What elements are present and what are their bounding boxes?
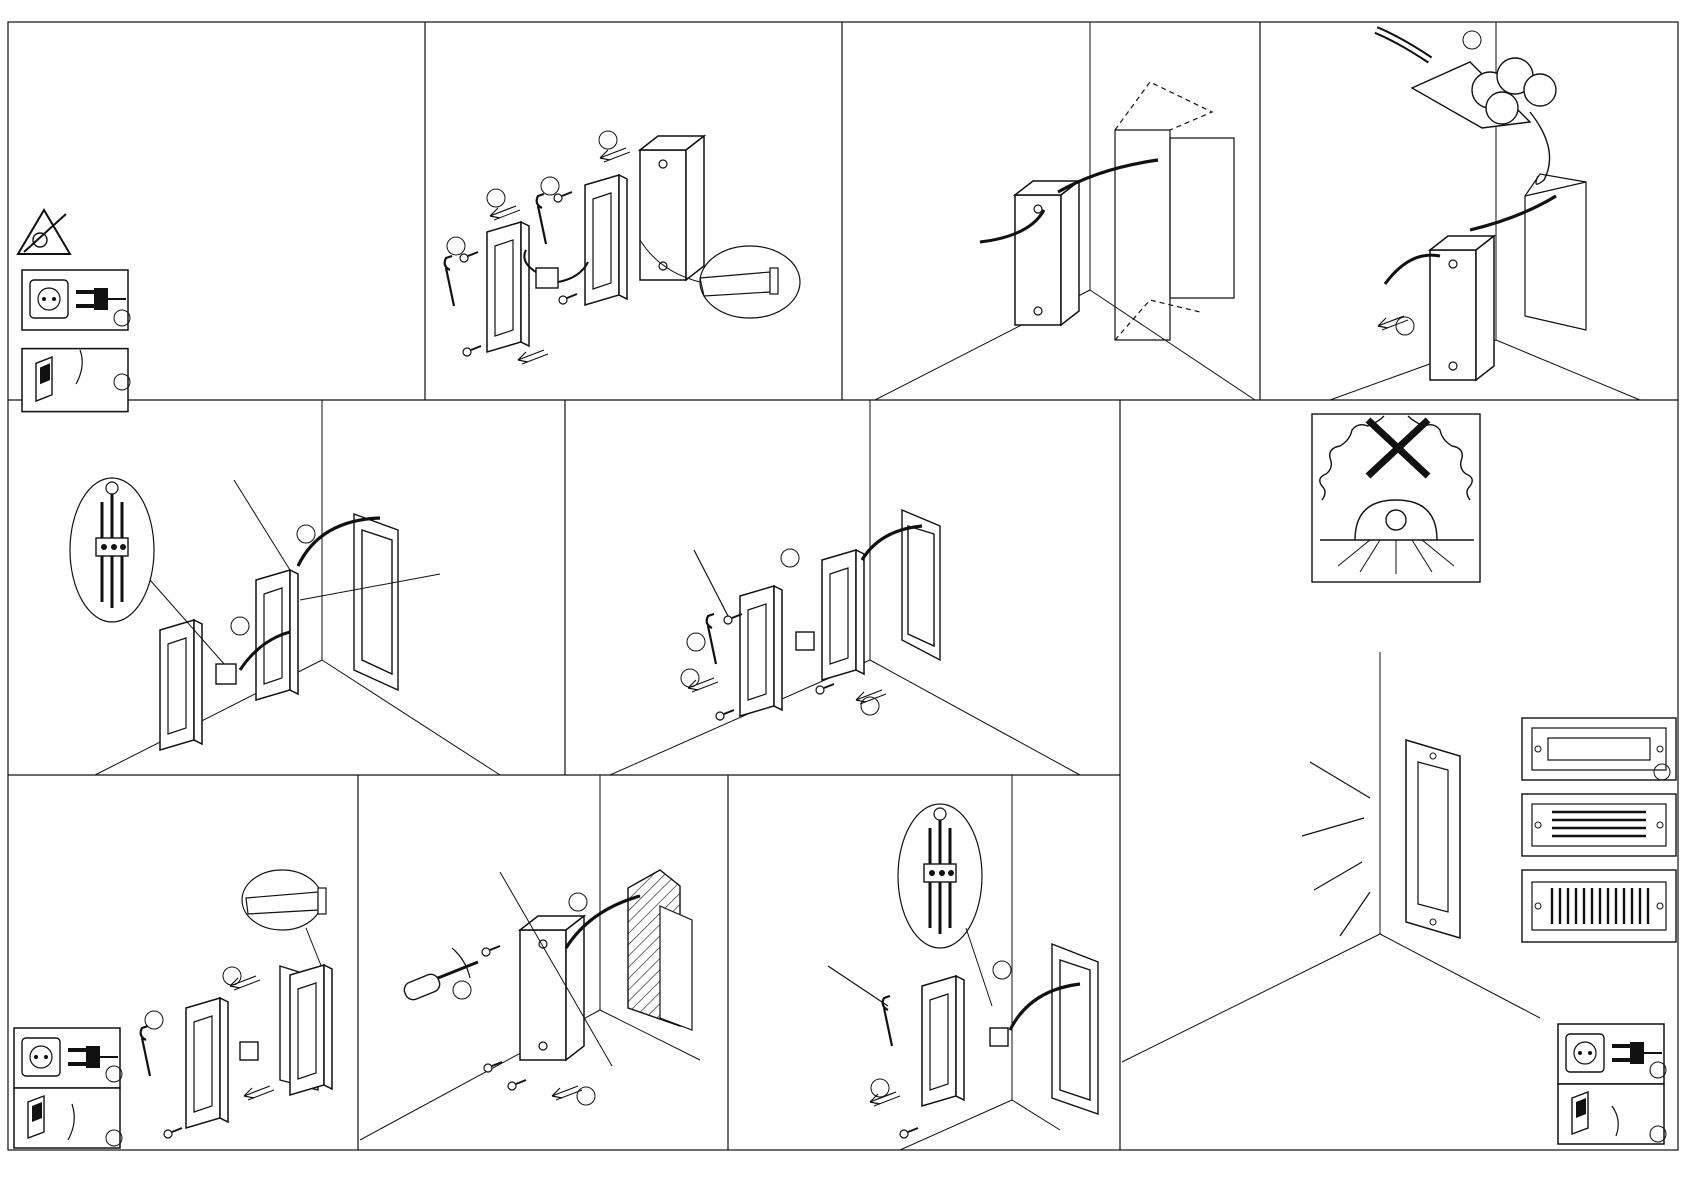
mounting-frame-icon	[585, 175, 627, 305]
direction-arrow-icon	[518, 350, 548, 364]
hex-key-icon	[707, 614, 716, 664]
direction-arrow-icon	[870, 1092, 900, 1106]
housing-icon	[1430, 236, 1494, 380]
screw-icon	[164, 1128, 182, 1138]
direction-arrow-icon	[688, 678, 718, 692]
hex-key-icon	[141, 1026, 150, 1076]
unplug-power-icon	[22, 270, 130, 330]
cover-variant-vertical-louvre-icon	[1522, 870, 1676, 942]
terminal-block-icon	[216, 664, 236, 684]
switch-on-icon	[1558, 1084, 1666, 1144]
screw-icon	[716, 710, 734, 720]
panel-step-3	[875, 22, 1255, 400]
panel-step-9	[360, 775, 700, 1140]
screw-icon	[460, 252, 478, 262]
terminal-block-icon	[796, 632, 814, 650]
panel-step-11	[1122, 652, 1540, 1062]
housing-icon	[1015, 181, 1079, 325]
detail-callout-icon	[242, 870, 326, 968]
terminal-block-detail-icon	[898, 804, 982, 948]
terminal-block-icon	[990, 1028, 1008, 1046]
direction-arrow-icon	[244, 1086, 274, 1100]
screw-icon	[508, 1080, 526, 1090]
wall-cutout	[1052, 944, 1098, 1114]
housing-icon	[640, 136, 704, 280]
panel-step-4	[1330, 22, 1640, 400]
unplug-power-icon	[14, 1028, 122, 1088]
cover-variant-plain-icon	[1522, 718, 1676, 780]
screw-icon	[482, 946, 500, 956]
switch-off-icon	[22, 349, 130, 412]
no-chemicals-warning-icon	[18, 210, 70, 254]
switch-off-icon	[14, 1088, 122, 1148]
panel-step-10	[828, 775, 1098, 1150]
panel-step-7	[1312, 414, 1480, 582]
cover-frame-icon	[922, 976, 964, 1106]
power-cable	[1470, 196, 1556, 230]
screw-icon	[816, 684, 834, 694]
cover-frame-icon	[740, 586, 782, 716]
screw-icon	[900, 1128, 918, 1138]
panel-step-8	[14, 870, 332, 1148]
cover-frame-icon	[487, 222, 529, 352]
recess-box-icon	[1115, 82, 1234, 340]
panel-step-2	[445, 131, 800, 364]
direction-arrow-icon	[1378, 316, 1408, 330]
panel-step-1	[18, 210, 130, 412]
panel-step-5	[70, 400, 500, 775]
wall-cutout	[354, 514, 398, 690]
finished-fixture-icon	[1406, 740, 1460, 938]
hex-key-icon	[537, 194, 546, 244]
terminal-block-detail-icon	[70, 478, 154, 622]
screw-icon	[554, 192, 572, 202]
direction-arrow-icon	[600, 148, 630, 162]
terminal-block-icon	[240, 1042, 258, 1060]
screw-icon	[484, 1062, 502, 1072]
hex-key-icon	[445, 256, 454, 306]
mounting-frame-icon	[290, 965, 332, 1095]
light-rays-icon	[1302, 762, 1370, 936]
direction-arrow-icon	[490, 206, 520, 220]
panel-step-12	[1522, 718, 1676, 1144]
room-corner	[1122, 652, 1540, 1062]
screwdriver-icon	[402, 948, 478, 1002]
no-insulation-cover-warning-icon	[1312, 414, 1480, 582]
mounting-frame-icon	[822, 550, 864, 680]
plug-in-power-icon	[1558, 1024, 1666, 1084]
direction-arrow-icon	[230, 976, 260, 990]
cover-frame-icon	[186, 998, 228, 1128]
cover-variant-horizontal-louvre-icon	[1522, 794, 1676, 856]
wall-cutout	[902, 510, 940, 660]
hatched-wall-icon	[628, 870, 692, 1030]
cover-frame-icon	[160, 620, 202, 750]
screw-icon	[559, 294, 577, 304]
screw-icon	[463, 346, 481, 356]
terminal-block-icon	[524, 250, 588, 288]
mounting-frame-icon	[256, 570, 298, 700]
panel-step-6	[610, 400, 1080, 775]
